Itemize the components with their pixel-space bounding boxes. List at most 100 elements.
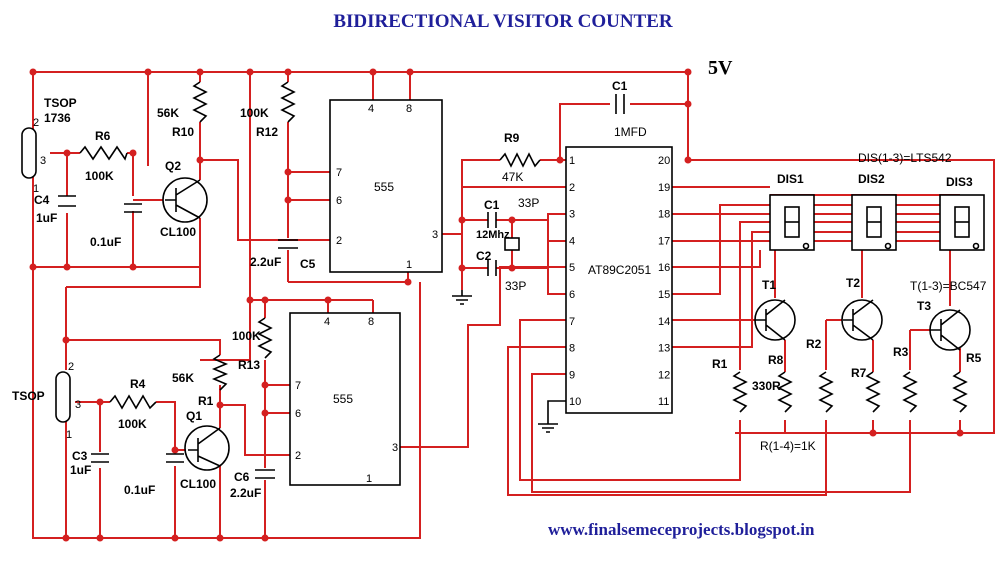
seven-segment-displays: DIS1 DIS2 DIS3 DIS(1-3)=LTS542 [769, 151, 985, 251]
svg-text:56K: 56K [157, 106, 179, 120]
svg-text:6: 6 [295, 408, 301, 420]
mcu-pin-left: 3 [569, 209, 575, 221]
mcu-pin-left: 9 [569, 369, 575, 381]
mcu-pin-left: 4 [569, 235, 575, 247]
svg-text:47K: 47K [502, 170, 523, 184]
svg-text:330R: 330R [752, 379, 781, 393]
svg-text:R4: R4 [130, 377, 146, 391]
svg-text:R10: R10 [172, 125, 194, 139]
svg-text:7: 7 [336, 167, 342, 179]
capacitor-bottom-0-1uf: 0.1uF [124, 453, 184, 497]
svg-text:1uF: 1uF [36, 211, 57, 225]
resistor-r6: R6 100K [79, 129, 128, 183]
resistor-r9: R9 47K [499, 131, 541, 184]
svg-text:T2: T2 [846, 276, 860, 290]
svg-text:DIS2: DIS2 [858, 172, 885, 186]
svg-text:R5: R5 [966, 351, 982, 365]
resistor-r12: 100K R12 [240, 81, 296, 139]
svg-text:AT89C2051: AT89C2051 [588, 263, 651, 277]
svg-text:1: 1 [33, 183, 39, 195]
timer-555-top: 555 4 8 7 6 2 3 1 [329, 99, 443, 273]
svg-text:4: 4 [368, 103, 374, 115]
svg-text:C6: C6 [234, 470, 250, 484]
svg-text:2.2uF: 2.2uF [250, 255, 281, 269]
svg-text:3: 3 [392, 442, 398, 454]
mcu-pin-left: 5 [569, 262, 575, 274]
svg-text:555: 555 [333, 392, 353, 406]
svg-text:R1: R1 [712, 357, 728, 371]
wiring [32, 71, 995, 539]
svg-text:2: 2 [68, 361, 74, 373]
mcu-pin-right: 20 [658, 155, 670, 167]
mcu-pin-right: 14 [658, 316, 670, 328]
mcu-pin-right: 13 [658, 343, 670, 355]
svg-text:12Mhz: 12Mhz [476, 229, 510, 241]
tsop-top-part: 1736 [44, 111, 71, 125]
transistor-t1: T1 [754, 278, 796, 341]
capacitor-c3: C3 1uF [70, 449, 109, 477]
svg-text:6: 6 [336, 195, 342, 207]
svg-text:100K: 100K [118, 417, 147, 431]
svg-text:R9: R9 [504, 131, 520, 145]
svg-text:R3: R3 [893, 345, 909, 359]
svg-text:CL100: CL100 [160, 225, 196, 239]
svg-text:R(1-4)=1K: R(1-4)=1K [760, 439, 816, 453]
svg-text:C3: C3 [72, 449, 88, 463]
svg-text:C1: C1 [484, 198, 500, 212]
tsop-sensor-bottom: 2 3 1 TSOP [12, 361, 81, 441]
mcu-pin-right: 11 [658, 396, 669, 408]
svg-text:8: 8 [368, 316, 374, 328]
svg-text:3: 3 [40, 155, 46, 167]
svg-text:DIS1: DIS1 [777, 172, 804, 186]
website-url[interactable]: www.finalsemeceprojects.blogspot.in [548, 520, 815, 539]
svg-text:1: 1 [406, 259, 412, 271]
capacitor-top-0-1uf: 0.1uF [90, 203, 142, 249]
mcu-pin-right: 15 [658, 289, 670, 301]
svg-text:C1: C1 [612, 79, 628, 93]
display-note: DIS(1-3)=LTS542 [858, 151, 952, 165]
capacitor-c5: 2.2uF C5 [250, 239, 316, 271]
svg-text:R12: R12 [256, 125, 278, 139]
svg-text:C2: C2 [476, 249, 492, 263]
resistor-r4: R4 100K [109, 377, 157, 431]
svg-text:R13: R13 [238, 358, 260, 372]
mcu-pin-right: 16 [658, 262, 670, 274]
resistor-r10: 56K R10 [157, 81, 208, 139]
crystal-network: C1 33P 12Mhz C2 33P [452, 196, 539, 305]
svg-text:2: 2 [295, 450, 301, 462]
tsop-bottom-name: TSOP [12, 389, 45, 403]
svg-text:T1: T1 [762, 278, 776, 292]
svg-text:R8: R8 [768, 353, 784, 367]
svg-text:R6: R6 [95, 129, 111, 143]
svg-text:Q2: Q2 [165, 159, 181, 173]
timer-555-bottom: 555 4 8 7 6 2 3 1 [289, 312, 401, 486]
svg-text:Q1: Q1 [186, 409, 202, 423]
svg-text:100K: 100K [240, 106, 269, 120]
svg-text:2: 2 [336, 235, 342, 247]
svg-text:100K: 100K [85, 169, 114, 183]
mcu-pin-left: 1 [569, 155, 575, 167]
svg-text:R1: R1 [198, 394, 214, 408]
resistor-r13: 100K R13 [232, 317, 273, 372]
svg-text:4: 4 [324, 316, 330, 328]
diagram-title: BIDIRECTIONAL VISITOR COUNTER [333, 11, 673, 32]
mcu-pin-right: 18 [658, 209, 670, 221]
svg-text:1uF: 1uF [70, 463, 91, 477]
display-dis2: DIS2 [851, 172, 897, 251]
svg-text:DIS3: DIS3 [946, 175, 973, 189]
mcu-pin-left: 2 [569, 182, 575, 194]
mcu-pin-right: 19 [658, 182, 670, 194]
capacitor-c4: C4 1uF [34, 193, 76, 225]
svg-text:R7: R7 [851, 366, 867, 380]
mcu-pin-right: 17 [658, 235, 670, 247]
display-dis1: DIS1 [769, 172, 815, 251]
mcu-pin-left: 8 [569, 343, 575, 355]
transistor-t2: T2 [841, 276, 883, 341]
mcu-pin-left: 10 [569, 396, 581, 408]
svg-text:T(1-3)=BC547: T(1-3)=BC547 [910, 279, 987, 293]
display-dis3: DIS3 [939, 175, 985, 251]
svg-text:1: 1 [366, 473, 372, 485]
capacitor-c6: C6 2.2uF [230, 469, 275, 500]
mcu-at89c2051: AT89C2051 123456789102019181716151413121… [538, 146, 673, 433]
